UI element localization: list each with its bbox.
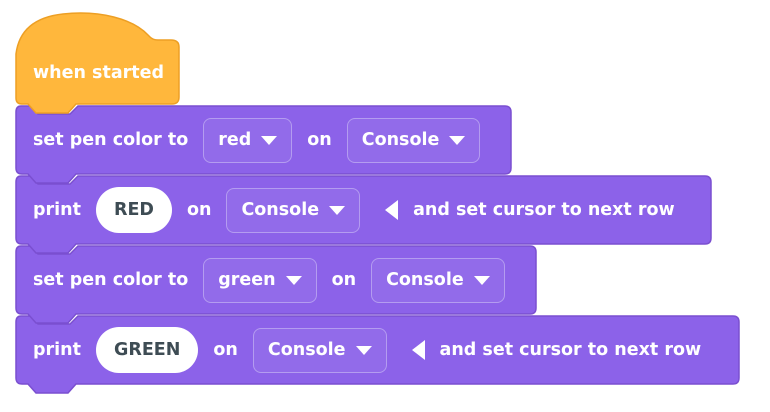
block-label: print [33, 200, 81, 220]
print-text-input[interactable]: GREEN [95, 327, 199, 373]
block-set-pen-color-red[interactable]: set pen color to red on Console [15, 105, 512, 184]
console-target-dropdown[interactable]: Console [371, 257, 505, 303]
console-target-dropdown[interactable]: Console [252, 327, 387, 373]
block-label: set pen color to [33, 130, 189, 150]
dropdown-value: Console [241, 200, 320, 220]
on-label: on [213, 340, 238, 360]
on-label: on [307, 130, 332, 150]
block-shape [15, 175, 712, 254]
dropdown-value: green [218, 270, 276, 290]
chevron-down-icon [285, 275, 302, 285]
print-text-input[interactable]: RED [95, 187, 172, 233]
block-print-green[interactable]: print GREEN on Console and set cursor to… [15, 315, 740, 394]
chevron-down-icon [473, 275, 490, 285]
chevron-down-icon [355, 345, 372, 355]
console-target-dropdown[interactable]: Console [346, 117, 481, 163]
block-stack: when started set pen color to red on Con… [15, 12, 740, 394]
hat-shape [15, 12, 180, 114]
expander-label: and set cursor to next row [439, 340, 702, 360]
collapse-arrow-icon[interactable] [411, 340, 425, 360]
on-label: on [186, 200, 212, 220]
on-label: on [331, 270, 357, 290]
chevron-down-icon [449, 135, 466, 145]
pen-color-dropdown[interactable]: green [203, 257, 317, 303]
input-value: RED [113, 200, 154, 220]
chevron-down-icon [261, 135, 278, 145]
input-value: GREEN [113, 340, 181, 360]
expander-label: and set cursor to next row [413, 200, 675, 220]
dropdown-value: Console [386, 270, 464, 290]
hat-label: when started [33, 63, 165, 83]
console-target-dropdown[interactable]: Console [226, 187, 361, 233]
block-shape [15, 245, 537, 324]
hat-block-when-started[interactable]: when started [15, 12, 180, 114]
block-shape [15, 315, 740, 394]
block-label: set pen color to [33, 270, 189, 290]
dropdown-value: Console [361, 130, 440, 150]
chevron-down-icon [329, 205, 346, 215]
block-label: print [33, 340, 81, 360]
dropdown-value: Console [267, 340, 346, 360]
block-set-pen-color-green[interactable]: set pen color to green on Console [15, 245, 537, 324]
dropdown-value: red [218, 130, 252, 150]
pen-color-dropdown[interactable]: red [203, 117, 293, 163]
block-shape [15, 105, 512, 184]
block-print-red[interactable]: print RED on Console and set cursor to n… [15, 175, 712, 254]
collapse-arrow-icon[interactable] [385, 200, 399, 220]
